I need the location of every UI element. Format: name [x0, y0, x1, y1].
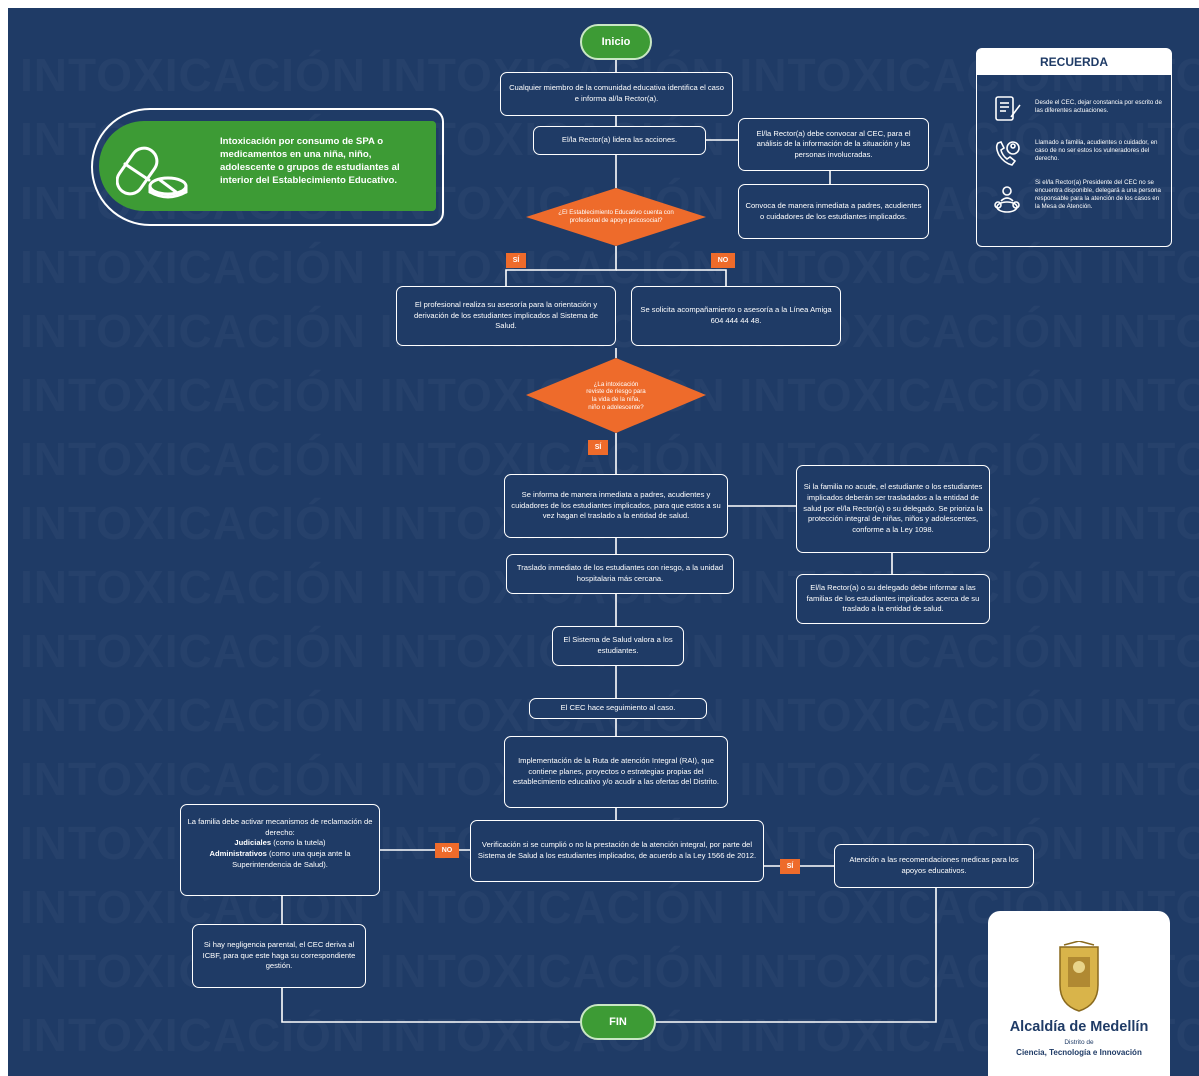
claim-intro: La familia debe activar mecanismos de re…	[187, 817, 373, 837]
step-rector-leads: El/la Rector(a) lidera las acciones.	[533, 126, 706, 155]
connector-line	[505, 246, 617, 286]
claim-judicial: Judiciales	[234, 838, 272, 848]
end-node: FIN	[580, 1004, 656, 1040]
no-label: NO	[435, 843, 459, 858]
recuerda-text: Desde el CEC, dejar constancia por escri…	[1035, 99, 1162, 115]
logo-tagline: Ciencia, Tecnología e Innovación	[1016, 1048, 1142, 1057]
claim-administrative: Administrativos	[209, 848, 267, 858]
yes-label: SÍ	[588, 440, 608, 455]
recuerda-text: Si el/la Rector(a) Presidente del CEC no…	[1035, 179, 1161, 211]
step-negligence: Si hay negligencia parental, el CEC deri…	[192, 924, 366, 988]
flow-connectors	[281, 58, 937, 1023]
step-attention: Atención a las recomendaciones medicas p…	[834, 844, 1034, 888]
coat-of-arms-icon	[1059, 941, 1099, 1012]
flowchart-board: INTOXICACIÓN INTOXICACIÓN INTOXICACIÓN I…	[8, 8, 1199, 1076]
step-inform-parents: Se informa de manera inmediata a padres,…	[504, 474, 728, 538]
step-verification: Verificación si se cumplió o no la prest…	[470, 820, 764, 882]
recuerda-text: Llamado a familia, acudientes o cuidador…	[1035, 139, 1158, 163]
step-family-absent: Si la familia no acude, el estudiante o …	[796, 465, 990, 553]
document-pen-icon	[995, 96, 1021, 121]
step-convene-cec: El/la Rector(a) debe convocar al CEC, pa…	[738, 118, 929, 171]
step-follow-up: El CEC hace seguimiento al caso.	[529, 698, 707, 719]
case-frame	[91, 108, 444, 226]
step-linea-amiga: Se solicita acompañamiento o asesoría a …	[631, 286, 841, 346]
step-report: Cualquier miembro de la comunidad educat…	[500, 72, 733, 116]
case-title: Intoxicación por consumo de SPA o medica…	[220, 136, 400, 186]
connector-line	[616, 269, 727, 286]
yes-label: SÍ	[506, 253, 526, 268]
step-rai: Implementación de la Ruta de atención In…	[504, 736, 728, 808]
step-transfer: Traslado inmediato de los estudiantes co…	[506, 554, 734, 594]
decision-psychosocial-text: ¿El Establecimiento Educativo cuenta con…	[558, 209, 674, 224]
start-node: Inicio	[580, 24, 652, 60]
pills-icon	[116, 146, 188, 199]
recuerda-item: Llamado a familia, acudientes o cuidador…	[977, 133, 1171, 177]
step-convene-parents: Convoca de manera inmediata a padres, ac…	[738, 184, 929, 239]
step-family-claim: La familia debe activar mecanismos de re…	[180, 804, 380, 896]
decision-risk-text: ¿La intoxicación reviste de riesgo para …	[586, 380, 646, 411]
logo-card: Alcaldía de Medellín Distrito de Ciencia…	[988, 911, 1170, 1076]
phone-call-icon	[995, 141, 1020, 166]
recuerda-panel: RECUERDA Desde el CEC, dejar constancia …	[976, 48, 1172, 247]
team-delegate-icon	[994, 186, 1020, 213]
step-professional: El profesional realiza su asesoría para …	[396, 286, 616, 346]
recuerda-title: RECUERDA	[977, 49, 1171, 75]
recuerda-item: Si el/la Rector(a) Presidente del CEC no…	[977, 179, 1171, 223]
logo-name: Alcaldía de Medellín	[1009, 1019, 1149, 1035]
step-health-system: El Sistema de Salud valora a los estudia…	[552, 626, 684, 666]
no-label: NO	[711, 253, 735, 268]
step-inform-families: El/la Rector(a) o su delegado debe infor…	[796, 574, 990, 624]
yes-label: SÍ	[780, 859, 800, 874]
claim-judicial-note: (como la tutela)	[273, 838, 326, 848]
decision-diamond-risk	[526, 358, 706, 433]
connector-line	[656, 888, 937, 1023]
connector-line	[281, 988, 580, 1023]
recuerda-item: Desde el CEC, dejar constancia por escri…	[977, 89, 1171, 133]
claim-administrative-note: (como una queja ante la Superintendencia…	[232, 848, 351, 869]
decision-diamond-psychosocial	[526, 188, 706, 246]
logo-subtitle: Distrito de	[1064, 1039, 1094, 1046]
